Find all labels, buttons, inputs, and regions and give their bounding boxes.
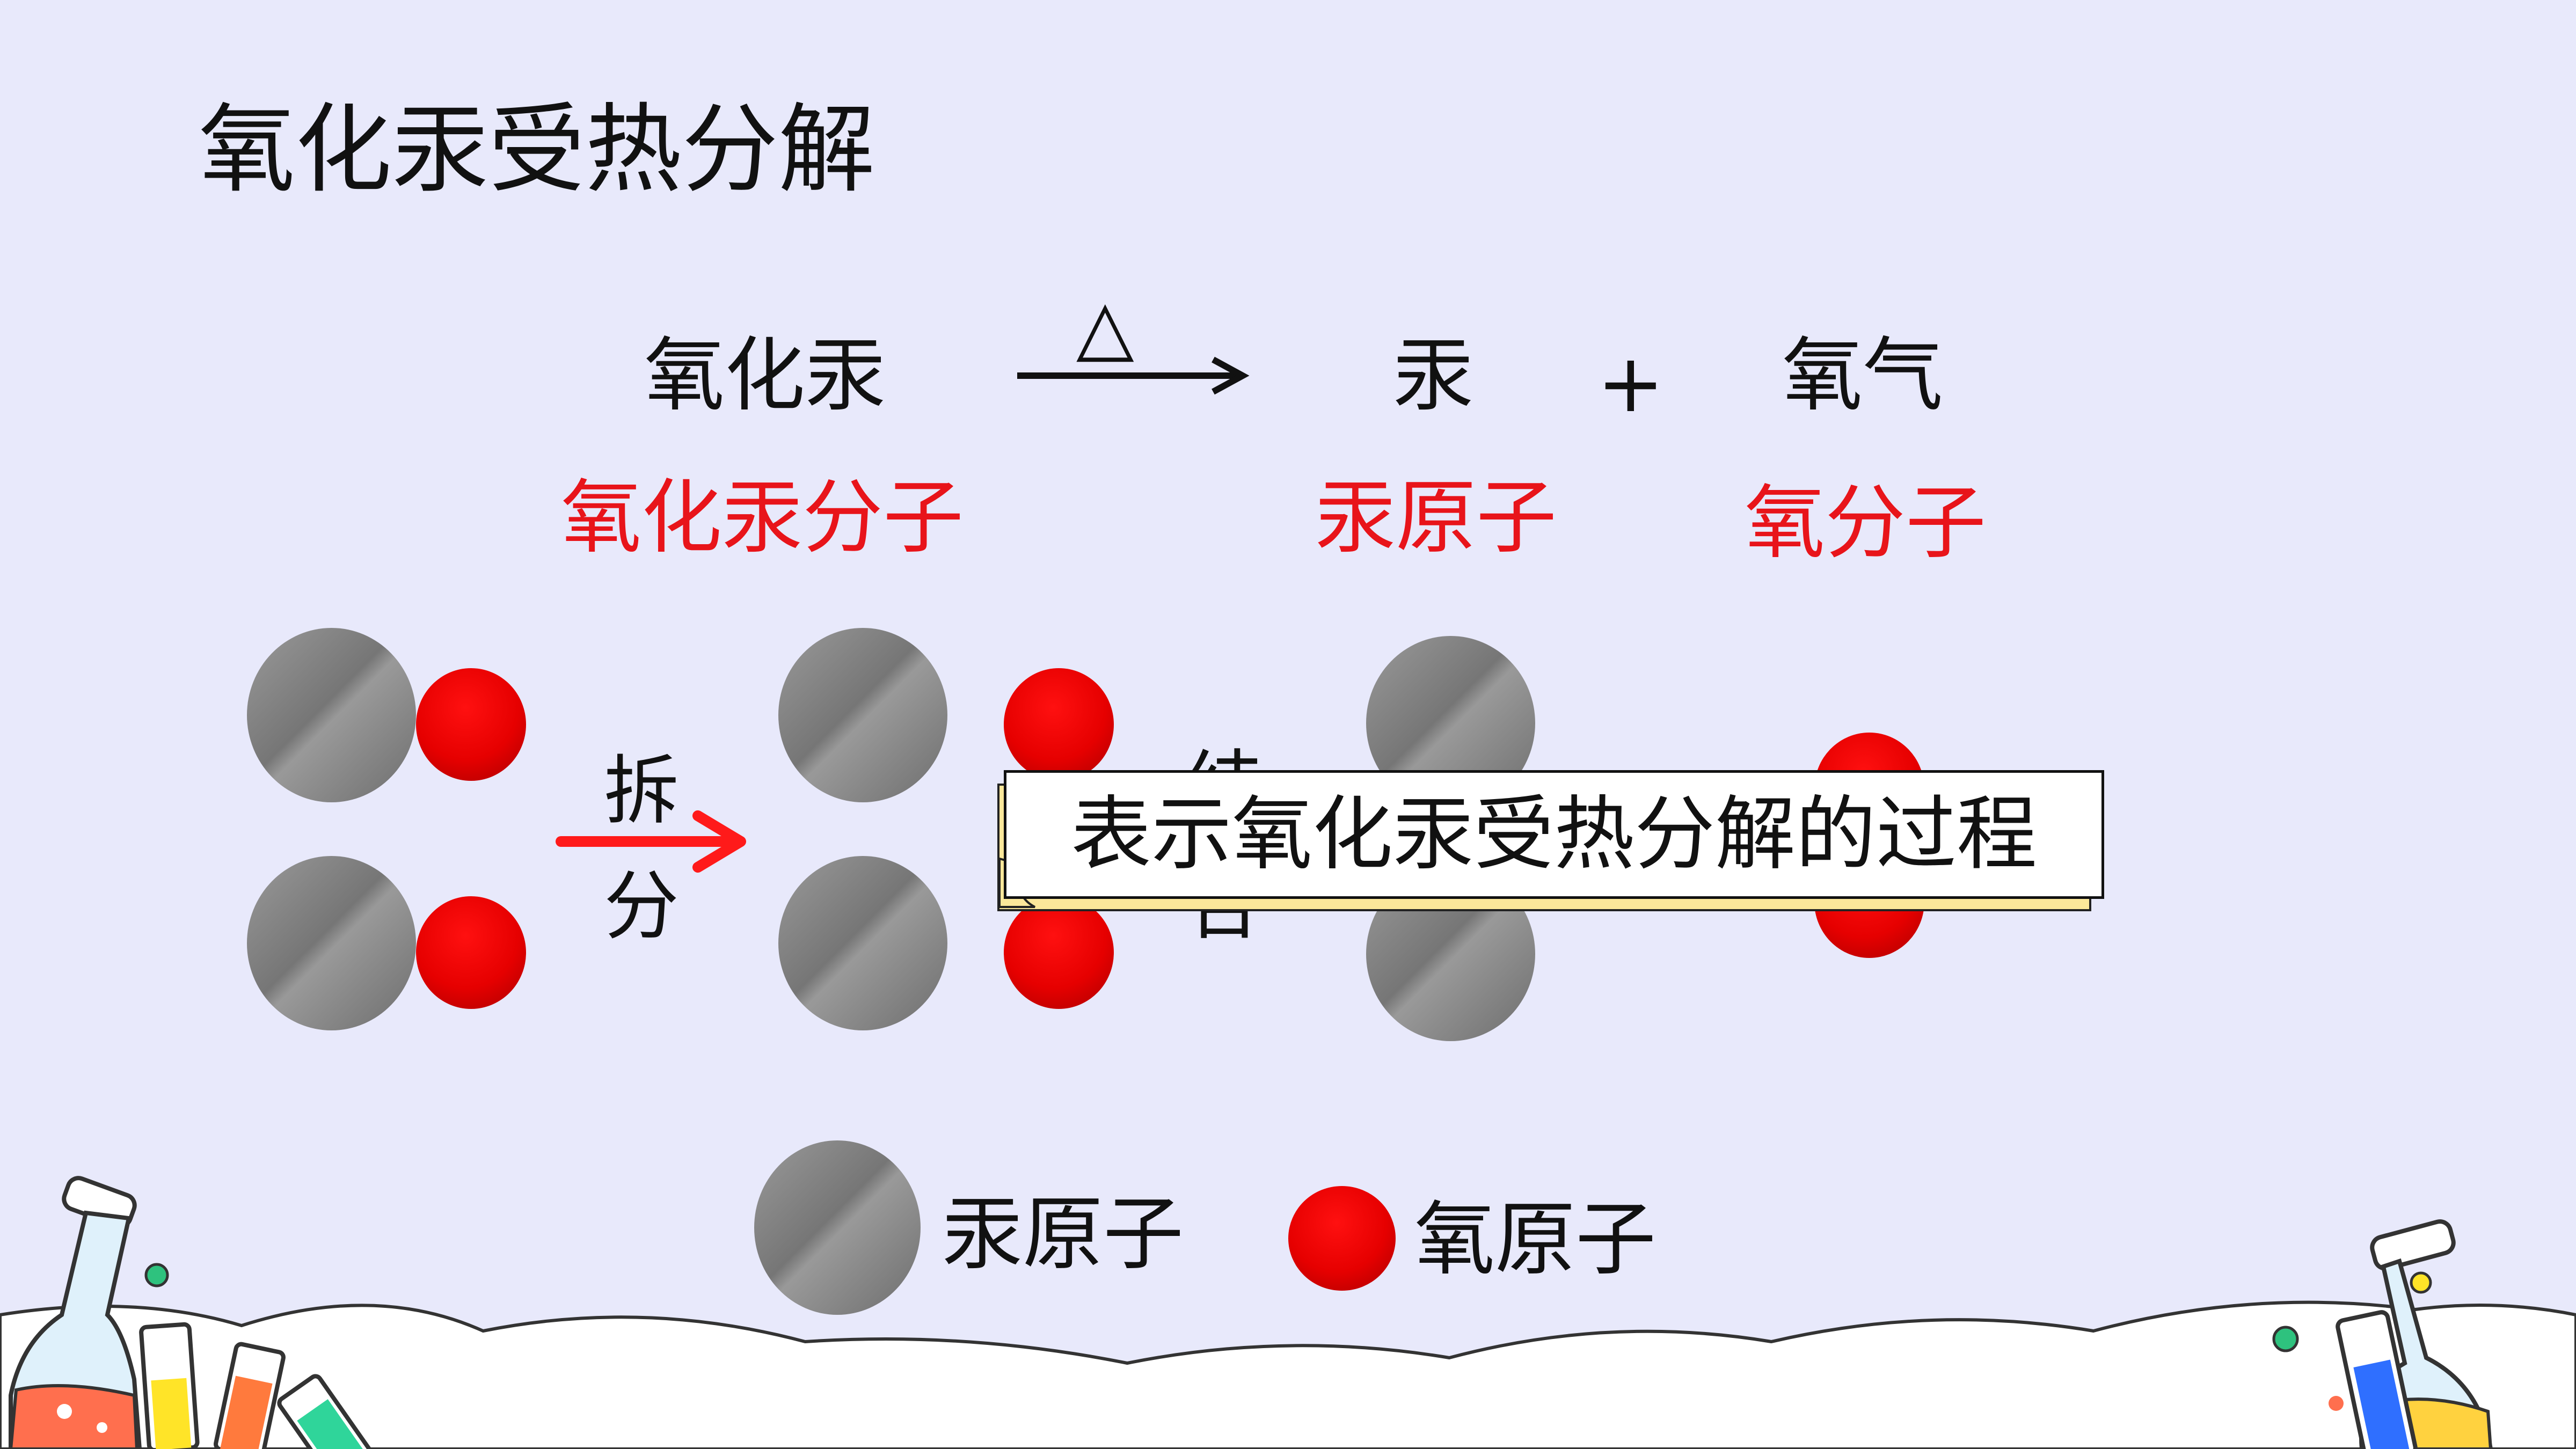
reaction-condition-heat: △ bbox=[1076, 283, 1134, 371]
step-split-char2: 分 bbox=[604, 863, 680, 950]
bottom-decoration bbox=[0, 1176, 2576, 1449]
decor-dot bbox=[2272, 1326, 2299, 1352]
decor-dot bbox=[144, 1263, 169, 1287]
mercury-atom bbox=[247, 856, 416, 1030]
legend-oxygen-atom bbox=[1288, 1186, 1396, 1291]
left-test-tubes-icon bbox=[139, 1322, 373, 1449]
decor-dot bbox=[2329, 1396, 2344, 1411]
step-split-char1: 拆 bbox=[604, 748, 680, 835]
particle-label-mercury-oxide-molecule: 氧化汞分子 bbox=[561, 471, 964, 565]
oxygen-atom bbox=[416, 668, 526, 781]
particle-label-mercury-atom: 汞原子 bbox=[1315, 471, 1557, 565]
page-title: 氧化汞受热分解 bbox=[199, 94, 875, 206]
decor-dot bbox=[2410, 1271, 2432, 1294]
equation-reactant: 氧化汞 bbox=[644, 329, 886, 422]
oxygen-atom bbox=[416, 896, 526, 1009]
mercury-atom bbox=[247, 628, 416, 802]
reaction-arrow-icon bbox=[1017, 356, 1250, 395]
equation-plus: + bbox=[1597, 337, 1665, 430]
right-test-tube-icon bbox=[2336, 1310, 2418, 1449]
legend-mercury-atom bbox=[754, 1140, 921, 1315]
callout-box: 表示氧化汞受热分解的过程 bbox=[1004, 770, 2104, 899]
equation-product-oxygen: 氧气 bbox=[1782, 329, 1944, 422]
legend-mercury-label: 汞原子 bbox=[942, 1188, 1184, 1281]
equation-product-mercury: 汞 bbox=[1393, 329, 1474, 422]
mercury-atom bbox=[778, 628, 947, 802]
split-arrow-icon bbox=[556, 810, 746, 873]
left-flask-icon bbox=[9, 1176, 142, 1449]
mercury-atom bbox=[778, 856, 947, 1030]
legend-oxygen-label: 氧原子 bbox=[1414, 1193, 1656, 1286]
particle-label-oxygen-molecule: 氧分子 bbox=[1745, 477, 1987, 570]
oxygen-atom bbox=[1004, 896, 1114, 1009]
oxygen-atom bbox=[1004, 668, 1114, 781]
